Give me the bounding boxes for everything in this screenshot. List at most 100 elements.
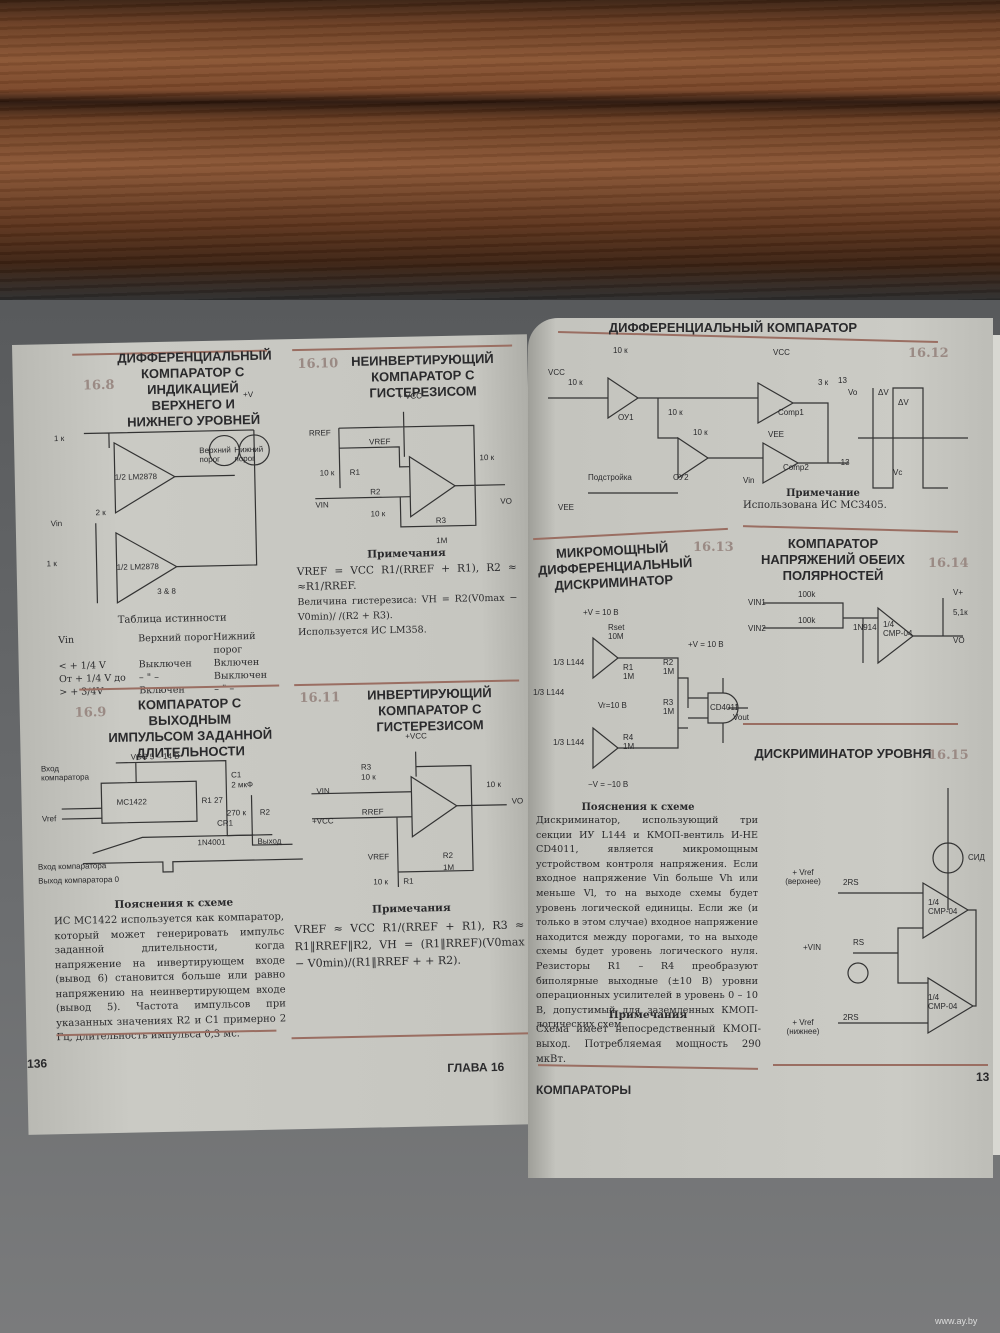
diagram-label: VO <box>511 796 524 806</box>
page-number: 136 <box>26 1056 48 1071</box>
section-number: 16.15 <box>928 748 969 763</box>
diagram-label: 2 мкФ <box>231 780 254 790</box>
diagram-label: C1 <box>230 770 242 780</box>
divider <box>291 1032 532 1040</box>
diagram-label: R1 <box>349 467 361 477</box>
circuit-diagram-16-12 <box>548 376 968 494</box>
diagram-label: +VCC <box>311 816 334 826</box>
diagram-label: 10 к <box>373 877 389 887</box>
diagram-label: ОУ2 <box>673 473 689 482</box>
diagram-label: 1 к <box>53 433 65 444</box>
diagram-label: -13 <box>838 458 850 467</box>
note-line: Величина гистерезиса: VH = R2(V0max − V0… <box>297 592 518 624</box>
diagram-label: Rset 10M <box>608 623 625 641</box>
diagram-label: Вход компаратора <box>40 764 90 783</box>
diagram-label: + Vref (нижнее) <box>786 1018 820 1036</box>
right-page: ДИФФЕРЕНЦИАЛЬНЫЙ КОМПАРАТОР 16.12 10 к V… <box>528 318 993 1178</box>
diagram-label: R2 <box>370 487 381 497</box>
diagram-label: 2 к <box>95 508 106 518</box>
chapter-label: КОМПАРАТОРЫ <box>536 1083 632 1097</box>
diagram-label: VEE <box>768 430 785 439</box>
section-title: ИНВЕРТИРУЮЩИЙ КОМПАРАТОР С ГИСТЕРЕЗИСОМ <box>366 685 492 735</box>
circuit-diagram-16-15 <box>838 788 977 1035</box>
diagram-label: Comp2 <box>783 463 809 472</box>
diagram-label: 10 к <box>319 468 335 478</box>
diagram-label: 270 к <box>226 808 247 818</box>
diagram-label: R3 1M <box>663 698 675 716</box>
page-number: 13 <box>976 1070 990 1084</box>
diagram-label: 1/4 CMP-04 <box>928 898 958 916</box>
notes-text: Схема имеет непосредственный КМОП-выход.… <box>536 1024 761 1065</box>
diagram-label: RREF <box>361 807 384 817</box>
diagram-label: 1/2 LM2878 <box>114 471 158 482</box>
diagram-label: V+ <box>953 588 964 597</box>
section-number: 16.9 <box>74 705 107 721</box>
diagram-label: Vin <box>50 518 63 529</box>
explanation-text: ИС MC1422 используется как компаратор, к… <box>53 911 287 1044</box>
diagram-label: VIN <box>315 500 329 510</box>
diagram-label: 10 к <box>361 772 376 782</box>
diagram-label: 1/2 LM2878 <box>116 561 160 572</box>
diagram-label: Подстройка <box>588 473 632 482</box>
diagram-label: 1N4001 <box>197 837 226 848</box>
diagram-label: 2RS <box>843 1013 859 1022</box>
divider <box>743 723 958 725</box>
diagram-label: 10 к <box>370 509 386 519</box>
diagram-label: ΔV <box>898 398 909 407</box>
diagram-label: VREF <box>369 437 391 447</box>
diagram-label: 3 к <box>818 378 829 387</box>
diagram-label: 1N914 <box>853 623 877 632</box>
section-title: ДИСКРИМИНАТОР УРОВНЯ <box>754 746 932 761</box>
diagram-label: 1/3 L144 <box>553 658 585 667</box>
section-title: МИКРОМОЩНЫЙ ДИФФЕРЕНЦИАЛЬНЫЙ ДИСКРИМИНАТ… <box>537 540 693 594</box>
diagram-label: +VIN <box>803 943 822 952</box>
diagram-label: MC1422 <box>116 797 147 807</box>
diagram-label: VIN2 <box>748 624 766 633</box>
table-header: Нижний порог <box>213 630 256 656</box>
diagram-label: 1/3 L144 <box>553 738 585 747</box>
diagram-label: 1/4 CMP-04 <box>883 620 913 638</box>
section-number: 16.12 <box>908 346 949 361</box>
diagram-label: CD4011 <box>710 703 739 712</box>
diagram-label: ΔV <box>878 388 889 397</box>
diagram-label: R1 <box>403 876 414 886</box>
chapter-label: ГЛАВА 16 <box>447 1059 505 1076</box>
circuit-diagram-16-8 <box>83 429 270 604</box>
diagram-label: + VCC <box>398 391 423 401</box>
diagram-label: R2 <box>259 807 271 817</box>
diagram-label: 1/4 CMP-04 <box>928 993 958 1011</box>
diagram-label: ОУ1 <box>618 413 634 422</box>
divider <box>773 1064 988 1066</box>
diagram-label: 13 <box>838 376 847 385</box>
diagram-label: 10 к <box>486 779 502 790</box>
diagram-label: Vc <box>893 468 903 477</box>
diagram-label: VO <box>500 496 513 506</box>
diagram-label: 2RS <box>843 878 859 887</box>
diagram-label: Выход компаратора 0 <box>38 874 120 886</box>
watermark: www.ay.by <box>935 1316 978 1326</box>
circuit-diagram-16-11 <box>311 751 507 888</box>
diagram-label: VO <box>953 636 965 645</box>
diagram-label: Vout <box>733 713 750 722</box>
diagram-label: R1 1M <box>623 663 635 681</box>
diagram-label: 10 к <box>613 346 628 355</box>
diagram-label: Vo <box>848 388 858 397</box>
diagram-label: Vref <box>41 814 57 824</box>
diagram-label: VEE <box>558 503 575 512</box>
diagram-label: 3 & 8 <box>157 586 176 597</box>
diagram-label: VIN1 <box>748 598 766 607</box>
diagram-label: −V = −10 В <box>588 780 629 789</box>
diagram-label: +V = 10 В <box>583 608 619 617</box>
diagram-label: VCC 5 – 14 В <box>130 751 180 762</box>
diagram-label: Vin <box>743 476 755 485</box>
section-number: 16.14 <box>928 556 969 571</box>
diagram-label: 1M <box>436 535 448 546</box>
diagram-label: Comp1 <box>778 408 804 417</box>
diagram-label: VCC <box>773 348 790 357</box>
diagram-label: R2 <box>442 850 454 861</box>
circuit-diagram-16-9 <box>61 760 303 873</box>
diagram-label: 5,1к <box>953 608 968 617</box>
diagram-label: 10 к <box>479 452 495 463</box>
diagram-label: + Vref (верхнее) <box>785 868 821 886</box>
diagram-label: +V = 10 В <box>688 640 724 649</box>
